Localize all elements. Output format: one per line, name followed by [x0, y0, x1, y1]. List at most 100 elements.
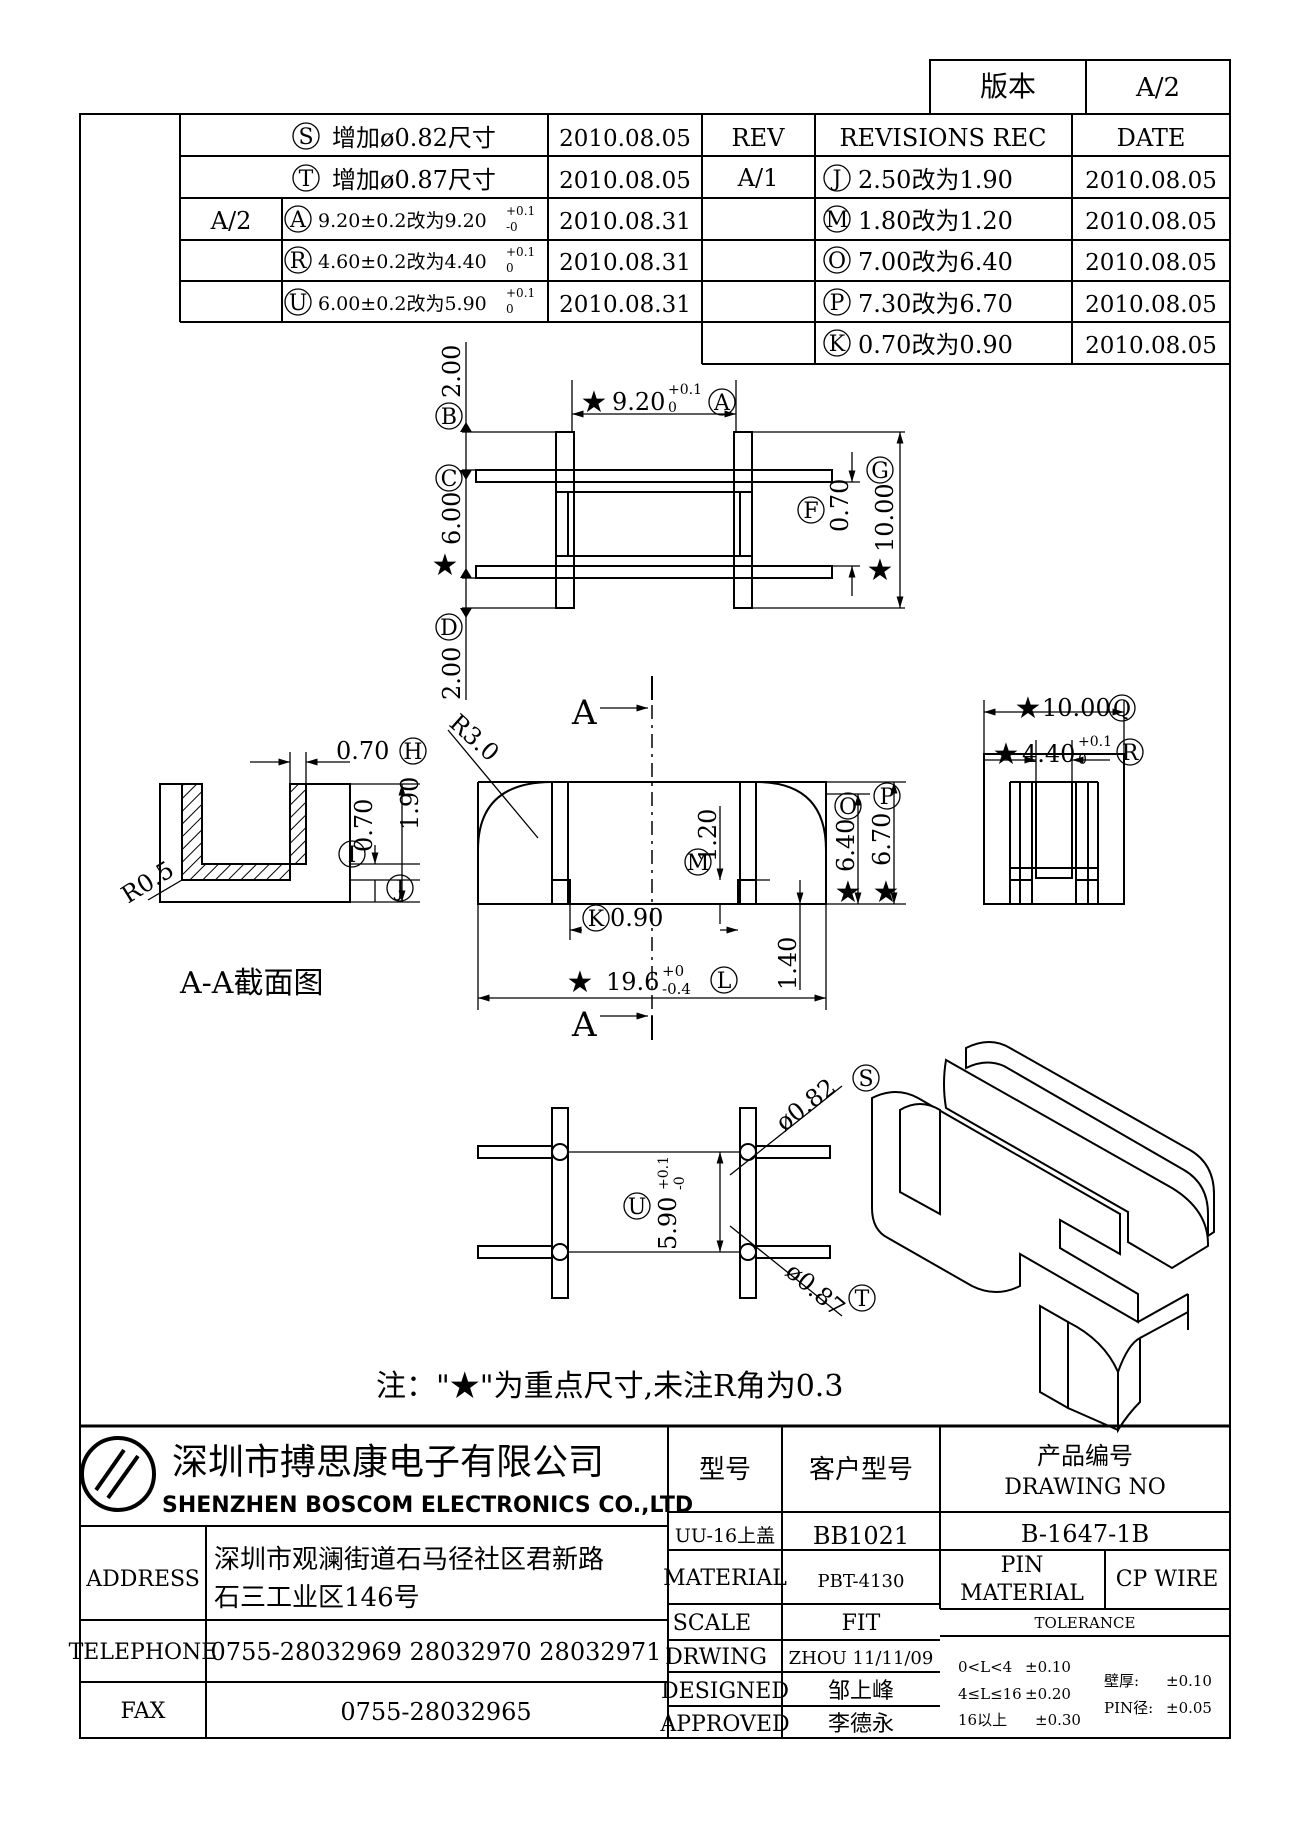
tolerance-label: TOLERANCE	[1035, 1614, 1136, 1632]
mark-j: J	[394, 877, 405, 902]
designed-label: DESIGNED	[661, 1679, 789, 1704]
pin-dia-label: PIN径:	[1104, 1699, 1153, 1717]
model-label: 型号	[699, 1455, 751, 1485]
drawing-no-label-en: DRAWING NO	[1004, 1475, 1166, 1500]
scale-value: FIT	[842, 1611, 881, 1636]
fax-label: FAX	[121, 1699, 166, 1724]
top-view: 2.00 6.00 2.00 ★ B C D ★ 9.20 +0.1 0 A F…	[432, 342, 905, 700]
rev-date-t: 2010.08.05	[559, 168, 691, 194]
dim-r30: R3.0	[444, 709, 505, 767]
mark-p: P	[880, 785, 895, 810]
mark-i: I	[348, 843, 357, 868]
dim-r-tol-top: +0.1	[1078, 734, 1112, 750]
customer-model-label: 客户型号	[809, 1455, 913, 1485]
rev-text-u: 6.00±0.2改为5.90	[318, 293, 487, 315]
pin-dia-value: ±0.05	[1166, 1699, 1212, 1717]
dim-k-0-90: 0.90	[610, 904, 663, 932]
rev-left-row-s: S 增加ø0.82尺寸 2010.08.05	[292, 122, 691, 152]
star-9-20: ★	[581, 385, 608, 420]
dim-j-1-90: 1.90	[396, 777, 424, 830]
rev-text-j: 2.50改为1.90	[858, 166, 1013, 194]
rev-right-row-m: M 1.80改为1.20 2010.08.05	[823, 205, 1217, 235]
rev-tol-top-a: +0.1	[506, 204, 535, 218]
address-line-1: 深圳市观澜街道石马径社区君新路	[214, 1545, 604, 1575]
dim-p-6-70: 6.70	[868, 813, 896, 866]
dim-bottom-2-00: 2.00	[438, 647, 466, 700]
tol-value-3: ±0.30	[1035, 1711, 1081, 1729]
rev-date-j: 2010.08.05	[1085, 168, 1217, 194]
mark-h: H	[403, 740, 422, 765]
rev-text-r: 4.60±0.2改为4.40	[318, 251, 487, 273]
fax-value: 0755-28032965	[340, 1698, 531, 1726]
telephone-value: 0755-28032969 28032970 28032971	[211, 1638, 662, 1666]
rev-mark-r: R	[290, 249, 308, 274]
star-10-00-side: ★	[1015, 691, 1042, 726]
scale-label: SCALE	[673, 1611, 751, 1636]
dim-r-tol-bot: 0	[1078, 752, 1087, 768]
company-name-en: SHENZHEN BOSCOM ELECTRONICS CO.,LTD	[162, 1493, 693, 1518]
pin-view: U 5.90 +0.1 -0 ø0.82 S ø0.87 T	[477, 1064, 880, 1322]
rev-left-row-t: T 增加ø0.87尺寸 2010.08.05	[292, 164, 691, 194]
dim-top-2-00: 2.00	[438, 345, 466, 398]
customer-model-value: BB1021	[813, 1522, 909, 1550]
wall-value: ±0.10	[1166, 1672, 1212, 1690]
rev-date-r: 2010.08.31	[559, 250, 691, 276]
model-value: UU-16上盖	[675, 1525, 775, 1547]
star-6-00: ★	[432, 548, 459, 583]
dim-s-082: ø0.82	[770, 1073, 841, 1137]
rev-date-o: 2010.08.05	[1085, 250, 1217, 276]
mark-l: L	[717, 969, 732, 994]
dim-h-0-70: 0.70	[336, 737, 389, 765]
star-19-6: ★	[567, 965, 594, 1000]
mark-k: K	[588, 907, 605, 932]
rev-date-m: 2010.08.05	[1085, 209, 1217, 235]
rev-a2: A/2	[210, 207, 252, 235]
front-view: A A R3.0 1.20 M K 0.90 1.40 ★ 19.6 +0 -0…	[444, 676, 906, 1045]
rev-tol-bot-a: -0	[506, 220, 518, 234]
tol-range-3: 16以上	[958, 1711, 1007, 1729]
main-frame	[79, 113, 1231, 1739]
dim-9-20-tol-top: +0.1	[668, 382, 702, 398]
mark-a: A	[713, 391, 731, 416]
rev-tol-top-r: +0.1	[506, 245, 535, 259]
dim-t-087: ø0.87	[780, 1257, 850, 1322]
tol-range-1: 0<L<4	[958, 1658, 1012, 1676]
dim-u-tol-top: +0.1	[656, 1156, 672, 1190]
mark-g: G	[871, 459, 889, 484]
rev-left-row-r: R 4.60±0.2改为4.40 +0.1 0 2010.08.31	[284, 245, 691, 276]
rev-right-row-k: K 0.70改为0.90 2010.08.05	[823, 329, 1217, 359]
dim-u-tol-bot: -0	[672, 1176, 688, 1190]
side-view: ★ 10.00 Q ★ 4.40 +0.1 0 R	[983, 691, 1144, 905]
rev-a1: A/1	[737, 164, 779, 192]
rev-right-row-p: P 7.30改为6.70 2010.08.05	[823, 288, 1217, 318]
rev-text-s: 增加ø0.82尺寸	[332, 124, 496, 152]
rev-date-a: 2010.08.31	[559, 209, 691, 235]
rev-mark-k: K	[829, 332, 846, 357]
revisions-rec-header: REVISIONS REC	[839, 124, 1046, 152]
pin-material-value: CP WIRE	[1116, 1567, 1219, 1592]
rev-text-k: 0.70改为0.90	[858, 331, 1013, 359]
mark-q: Q	[1113, 697, 1131, 722]
revisions-table: REV REVISIONS REC DATE A/1 A/2 S 增加ø0.82…	[179, 114, 1230, 365]
rev-tol-bot-r: 0	[506, 261, 514, 275]
material-value: PBT-4130	[818, 1571, 905, 1592]
dim-9-20: 9.20	[612, 388, 665, 416]
star-6-40: ★	[835, 875, 862, 910]
mark-r: R	[1122, 741, 1140, 766]
rev-left-row-a: A 9.20±0.2改为9.20 +0.1 -0 2010.08.31	[284, 204, 691, 235]
rev-text-o: 7.00改为6.40	[858, 248, 1013, 276]
approved-value: 李德永	[828, 1712, 894, 1737]
rev-right-row-j: J 2.50改为1.90 2010.08.05	[823, 164, 1217, 194]
mark-t: T	[855, 1287, 870, 1312]
rev-date-u: 2010.08.31	[559, 292, 691, 318]
rev-text-a: 9.20±0.2改为9.20	[318, 210, 487, 232]
mark-o: O	[839, 795, 857, 820]
dim-top-6-00: 6.00	[438, 492, 466, 545]
company-name-cn: 深圳市搏思康电子有限公司	[172, 1442, 604, 1483]
version-value: A/2	[1135, 73, 1180, 103]
version-label: 版本	[980, 70, 1036, 103]
rev-mark-o: O	[828, 249, 846, 274]
dim-f-0-70: 0.70	[826, 479, 854, 532]
telephone-label: TELEPHONE	[69, 1640, 218, 1665]
